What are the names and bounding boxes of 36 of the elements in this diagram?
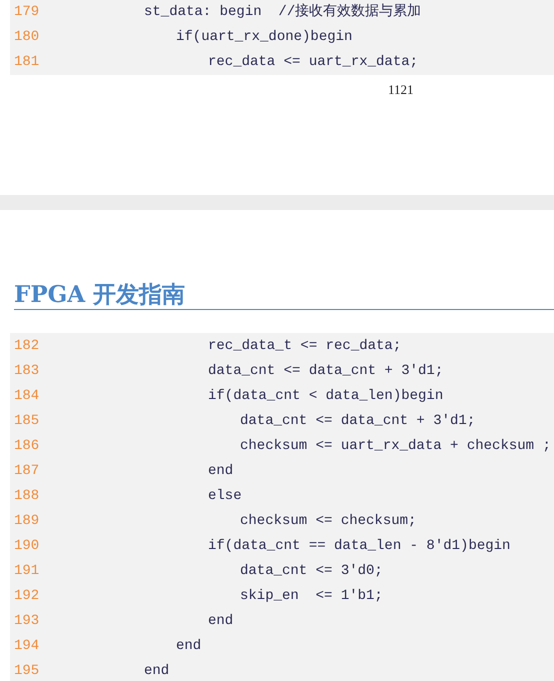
line-number: 179 xyxy=(14,3,40,22)
code-line: end xyxy=(208,612,234,631)
code-line: if(data_cnt == data_len - 8'd1)begin xyxy=(208,537,510,556)
line-number: 187 xyxy=(14,462,40,481)
code-line: checksum <= checksum; xyxy=(240,512,416,531)
line-number: 181 xyxy=(14,53,40,72)
line-number: 184 xyxy=(14,387,40,406)
line-number: 183 xyxy=(14,362,40,381)
page-title: FPGA 开发指南 xyxy=(14,280,186,310)
code-line: if(data_cnt < data_len)begin xyxy=(208,387,444,406)
code-line: end xyxy=(176,637,202,656)
line-number: 192 xyxy=(14,587,40,606)
code-line: data_cnt <= 3'd0; xyxy=(240,562,383,581)
code-line: checksum <= uart_rx_data + checksum ; xyxy=(240,437,551,456)
line-number: 186 xyxy=(14,437,40,456)
line-number: 182 xyxy=(14,337,40,356)
line-number: 193 xyxy=(14,612,40,631)
code-line: data_cnt <= data_cnt + 3'd1; xyxy=(240,412,476,431)
code-line: st_data: begin //接收有效数据与累加 xyxy=(144,2,422,22)
line-number: 185 xyxy=(14,412,40,431)
line-number: 191 xyxy=(14,562,40,581)
code-line: skip_en <= 1'b1; xyxy=(240,587,383,606)
code-line: rec_data_t <= rec_data; xyxy=(208,337,402,356)
line-number: 194 xyxy=(14,637,40,656)
code-line: data_cnt <= data_cnt + 3'd1; xyxy=(208,362,444,381)
line-number: 195 xyxy=(14,662,40,681)
code-line: if(uart_rx_done)begin xyxy=(176,28,352,47)
code-line: end xyxy=(144,662,170,681)
line-number: 190 xyxy=(14,537,40,556)
line-number: 180 xyxy=(14,28,40,47)
code-line: end xyxy=(208,462,234,481)
code-line: else xyxy=(208,487,242,506)
page-number: 1121 xyxy=(388,81,414,99)
line-number: 188 xyxy=(14,487,40,506)
line-number: 189 xyxy=(14,512,40,531)
code-line: rec_data <= uart_rx_data; xyxy=(208,53,418,72)
